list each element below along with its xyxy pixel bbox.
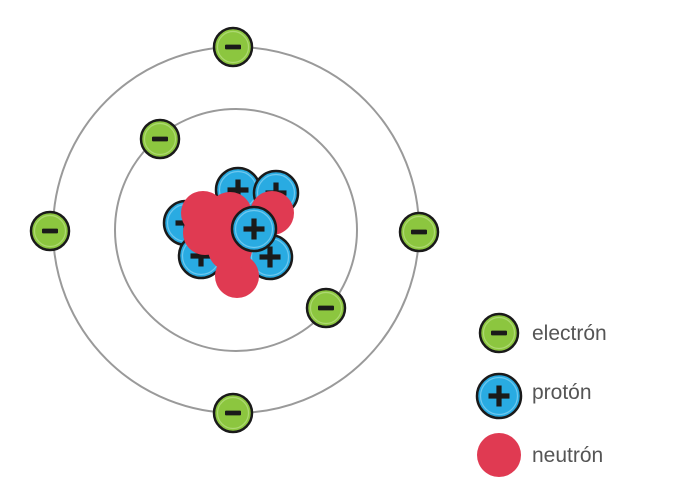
nucleus-neutron: [183, 211, 227, 255]
legend-electron: electrón: [478, 312, 607, 354]
legend-proton-label: protón: [532, 381, 592, 404]
legend-electron-icon: [478, 312, 520, 354]
legend-neutron-label: neutrón: [532, 444, 603, 467]
legend: electrón protón neutrón: [475, 312, 607, 477]
electron: [139, 118, 181, 160]
legend-proton-icon: [475, 372, 523, 420]
electron: [212, 26, 254, 68]
electron: [398, 211, 440, 253]
nucleus-proton: [230, 205, 278, 253]
nucleus: [162, 166, 300, 298]
legend-electron-label: electrón: [532, 322, 607, 345]
legend-neutron: neutrón: [477, 433, 603, 477]
electron: [29, 210, 71, 252]
legend-neutron-icon: [477, 433, 521, 477]
electron: [212, 392, 254, 434]
inner-orbit: [114, 108, 358, 352]
electron: [305, 287, 347, 329]
legend-proton: protón: [475, 372, 592, 420]
